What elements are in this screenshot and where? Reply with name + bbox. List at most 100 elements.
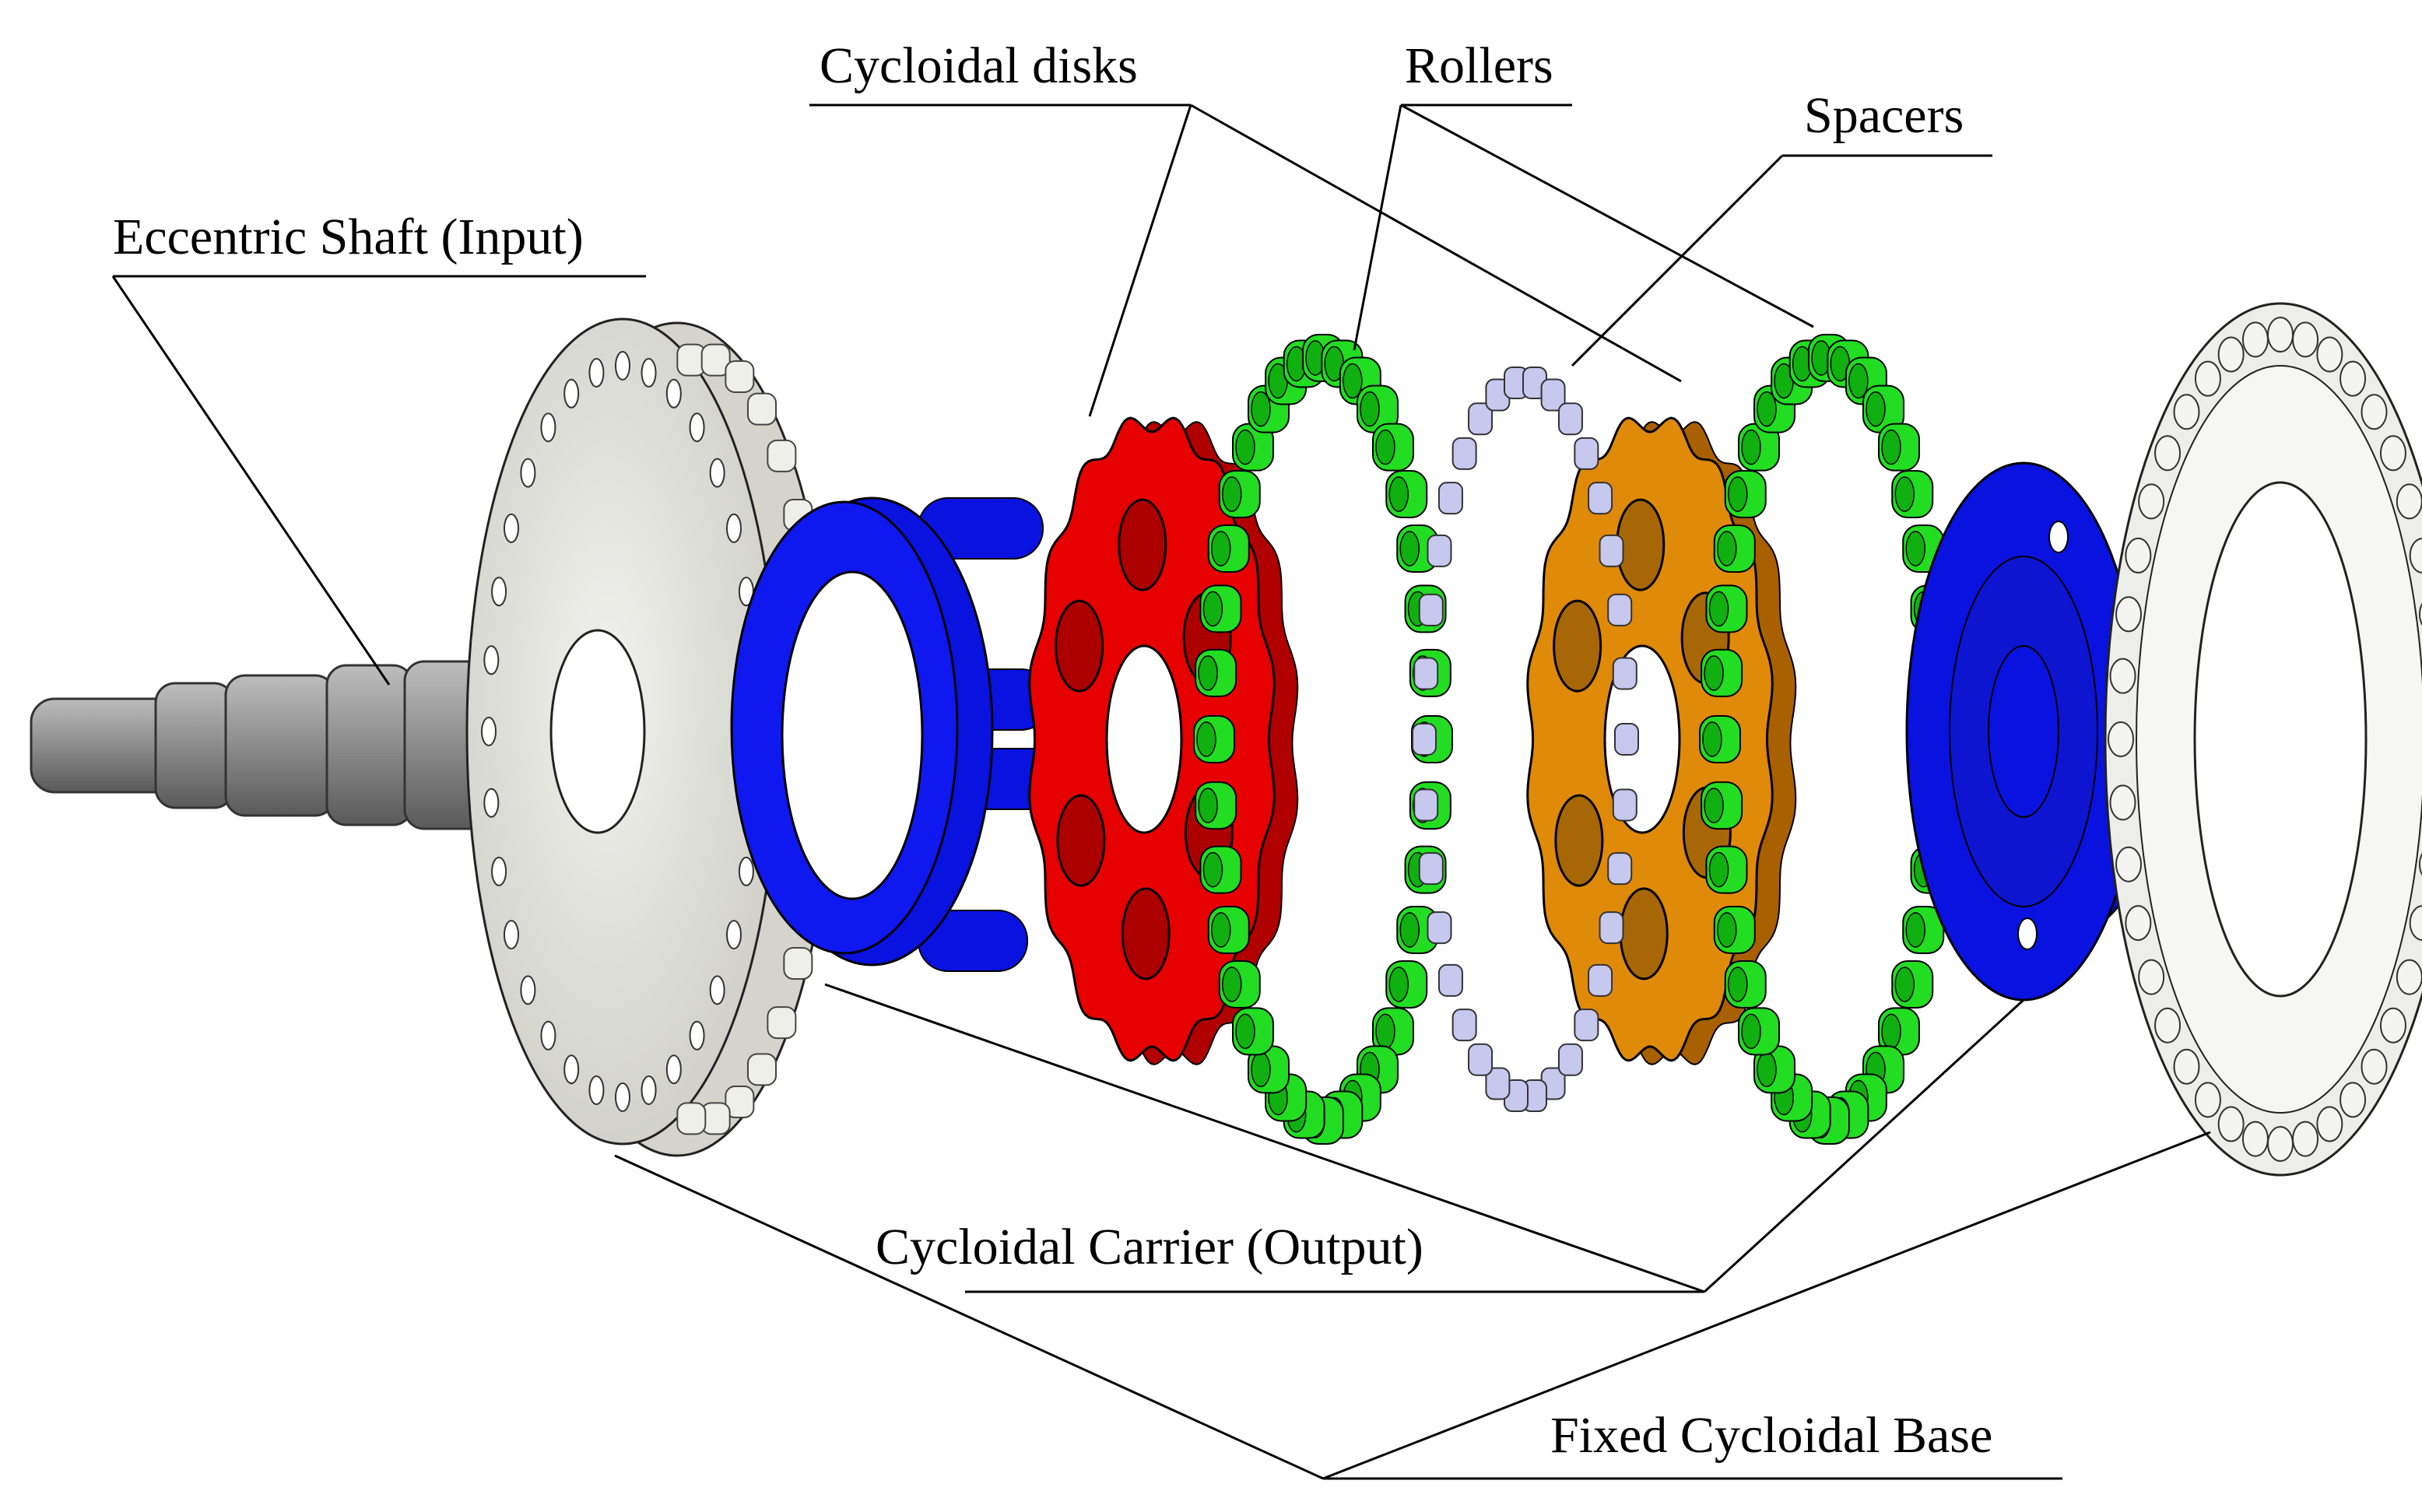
- plate-hole: [615, 1082, 630, 1112]
- roller-face: [1388, 476, 1409, 512]
- spacer: [1574, 1009, 1599, 1042]
- disk-hole: [1554, 794, 1604, 887]
- spacer: [1557, 1043, 1583, 1076]
- roller-face: [1741, 1013, 1761, 1050]
- spacer: [1427, 911, 1452, 945]
- roller-face: [1717, 912, 1737, 948]
- rollers-label: Rollers: [1405, 37, 1553, 94]
- roller-face: [1343, 363, 1363, 399]
- spacer: [1612, 657, 1637, 690]
- roller-face: [1757, 1051, 1777, 1088]
- disk-hole: [1553, 599, 1602, 693]
- housing-pin: [2267, 317, 2294, 353]
- plate-hole: [491, 577, 507, 607]
- housing-pin: [2108, 721, 2134, 757]
- disk-hole: [1055, 599, 1104, 693]
- roller-face: [1198, 655, 1218, 691]
- base-pin: [725, 1086, 755, 1119]
- roller-ring-part: [1699, 334, 1959, 1145]
- base-pin: [700, 343, 731, 377]
- plate-hole: [738, 856, 754, 886]
- housing-pin: [2361, 394, 2388, 430]
- housing-pin: [2409, 537, 2422, 574]
- roller-face: [1741, 429, 1761, 465]
- roller-face: [1848, 363, 1869, 399]
- disk-center-bore: [1603, 644, 1681, 834]
- spacer: [1413, 788, 1439, 822]
- housing-pin: [2379, 1007, 2406, 1044]
- spacer: [1451, 1009, 1477, 1042]
- spacer: [1418, 593, 1444, 626]
- spacer: [1418, 852, 1444, 886]
- leader-lines: [111, 103, 2211, 1480]
- spacer: [1413, 657, 1439, 690]
- disk-hole: [1121, 887, 1171, 981]
- roller-face: [1704, 788, 1724, 823]
- roller-face: [1881, 429, 1901, 465]
- spacer: [1412, 723, 1437, 756]
- base-housing-part: [2104, 302, 2422, 1177]
- spacer: [1437, 963, 1463, 997]
- housing-pin: [2409, 905, 2422, 942]
- plate-hole: [689, 1020, 705, 1051]
- housing-pin: [2267, 1126, 2294, 1162]
- roller-face: [1211, 531, 1231, 567]
- shaft-segment: [224, 674, 336, 817]
- shaft-segment: [154, 682, 235, 809]
- spacer: [1588, 482, 1613, 515]
- plate-hole: [641, 1075, 657, 1105]
- roller-face: [1399, 531, 1420, 567]
- plate-hole: [563, 378, 580, 409]
- housing-pin: [2241, 1121, 2269, 1157]
- housing-pin: [2138, 959, 2165, 995]
- housing-pin: [2292, 1121, 2319, 1157]
- disk-hole: [1056, 794, 1106, 887]
- housing-pin: [2418, 852, 2422, 876]
- housing-pin: [2154, 1007, 2182, 1044]
- roller-face: [1757, 391, 1777, 427]
- spacer: [1574, 437, 1599, 470]
- housing-pin: [2316, 336, 2343, 373]
- plate-hole: [588, 358, 605, 388]
- roller-face: [1202, 591, 1223, 627]
- plate-hole: [615, 351, 630, 381]
- base-pin: [767, 439, 797, 472]
- housing-pin: [2340, 360, 2367, 397]
- housing-pin: [2292, 321, 2319, 358]
- roller-face: [1728, 476, 1748, 512]
- housing-pin: [2109, 784, 2136, 821]
- roller-face: [1708, 591, 1729, 627]
- roller-face: [1881, 1013, 1901, 1050]
- roller-face: [1708, 851, 1729, 888]
- housing-pin: [2115, 846, 2143, 882]
- housing-pin: [2396, 959, 2422, 995]
- plate-hole: [503, 920, 519, 950]
- plate-hole: [726, 513, 742, 543]
- housing-pin: [2115, 596, 2143, 633]
- plate-hole: [665, 1054, 682, 1085]
- spacer: [1468, 1043, 1494, 1076]
- cycloidal-disk-part: [1526, 416, 1797, 1065]
- plate-hole: [726, 920, 742, 950]
- spacer: [1557, 402, 1583, 436]
- base-pin: [725, 360, 755, 393]
- roller-face: [1222, 476, 1242, 512]
- spacer: [1612, 788, 1637, 822]
- spacer: [1614, 723, 1639, 756]
- roller-face: [1905, 531, 1925, 567]
- housing-pin: [2125, 537, 2152, 574]
- plate-hole: [491, 856, 507, 886]
- roller-face: [1399, 912, 1420, 948]
- housing-pin: [2173, 1048, 2200, 1085]
- housing-pin: [2340, 1082, 2367, 1118]
- roller-face: [1211, 912, 1231, 948]
- housing-pin: [2154, 435, 2182, 472]
- roller-face: [1894, 966, 1915, 1002]
- plate-hole: [540, 1020, 556, 1051]
- spacers-label: Spacers: [1804, 87, 1964, 144]
- spacer: [1427, 534, 1452, 567]
- cycloidal-disks-label: Cycloidal disks: [820, 37, 1138, 94]
- plate-hole: [483, 788, 500, 818]
- plate-hole: [540, 412, 556, 443]
